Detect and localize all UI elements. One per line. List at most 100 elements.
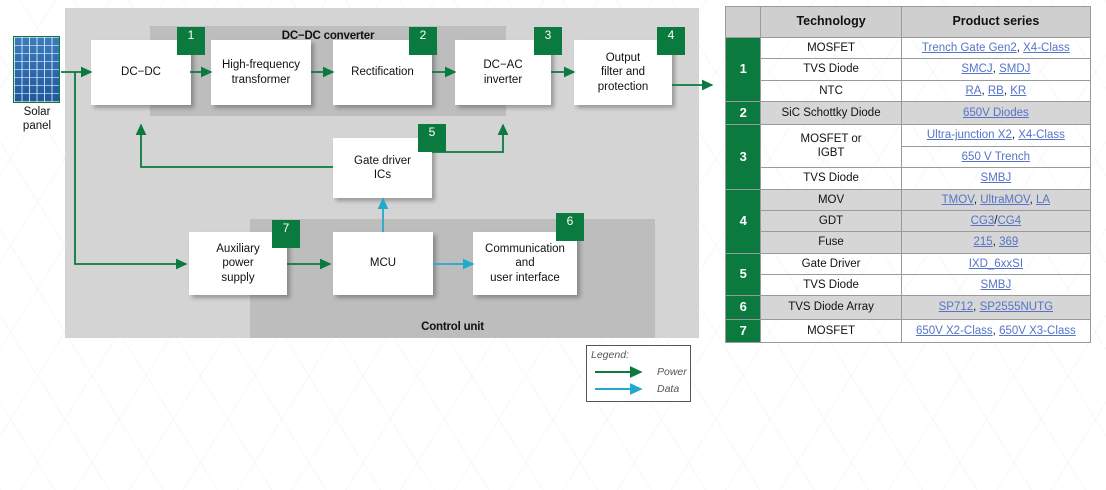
product-link[interactable]: LA: [1036, 193, 1051, 206]
table-cell-product-series: SP712, SP2555NUTG: [900, 295, 1092, 320]
legend-power-label: Power: [657, 366, 687, 378]
node-high-frequency-transformer[interactable]: High-frequency transformer: [211, 40, 311, 105]
product-link[interactable]: 650V X2-Class: [915, 324, 993, 337]
node-dc-dc[interactable]: DC−DC: [91, 40, 191, 105]
product-link[interactable]: CG3: [970, 214, 995, 227]
product-link[interactable]: UltraMOV: [980, 193, 1030, 206]
solar-panel-label-line2: panel: [22, 119, 52, 132]
legend-title: Legend:: [591, 349, 629, 361]
product-link[interactable]: Ultra-junction X2: [926, 129, 1012, 142]
table-cell-product-series: SMBJ: [900, 273, 1092, 297]
group-control-unit: Control unit: [250, 219, 655, 338]
table-cell-product-series: SMCJ, SMDJ: [900, 58, 1092, 81]
series-separator: ,: [992, 324, 1000, 337]
product-link[interactable]: 650V X3-Class: [999, 324, 1076, 337]
node-communication-and-user-interface-label: Communication and user interface: [485, 243, 565, 284]
product-link[interactable]: X4-Class: [1023, 42, 1070, 54]
solar-panel-label: Solar panel: [0, 106, 74, 134]
table-header-number: [724, 6, 762, 38]
product-link[interactable]: 215: [973, 236, 993, 249]
node-communication-and-user-interface[interactable]: Communication and user interface: [473, 232, 577, 295]
series-separator: ,: [992, 63, 1000, 76]
product-link[interactable]: X4-Class: [1018, 129, 1065, 142]
badge-6: 6: [556, 213, 584, 241]
node-auxiliary-power-supply-label: Auxiliary power supply: [216, 243, 260, 284]
legend-data-label: Data: [657, 383, 680, 395]
table-cell-technology: GDT: [760, 209, 902, 233]
badge-5: 5: [418, 124, 446, 152]
table-cell-product-series: 650V X2-Class, 650V X3-Class: [900, 318, 1092, 343]
table-cell-number-5: 5: [724, 252, 762, 297]
node-dc-dc-label: DC−DC: [121, 66, 161, 79]
product-link[interactable]: IXD_6xxSI: [968, 257, 1024, 270]
node-dc-ac-inverter[interactable]: DC−AC inverter: [455, 40, 551, 105]
node-dc-ac-inverter-label: DC−AC inverter: [483, 59, 523, 86]
product-link[interactable]: SMBJ: [980, 172, 1012, 185]
table-cell-technology: MOV: [760, 188, 902, 211]
product-link[interactable]: RA: [965, 84, 982, 97]
series-separator: /: [994, 214, 998, 227]
product-link[interactable]: 650 V Trench: [961, 150, 1031, 163]
table-cell-product-series: TMOV, UltraMOV, LA: [900, 188, 1092, 211]
group-title-dc-dc-converter: DC−DC converter: [281, 30, 375, 42]
product-link[interactable]: TMOV: [941, 193, 974, 206]
series-separator: ,: [992, 236, 1000, 249]
node-mcu[interactable]: MCU: [333, 232, 433, 295]
node-mcu-label: MCU: [369, 257, 397, 270]
table-cell-technology: MOSFET or IGBT: [760, 124, 902, 169]
table-cell-technology: TVS Diode: [760, 167, 902, 190]
badge-2: 2: [409, 27, 437, 55]
table-cell-technology: SiC Schottky Diode: [760, 101, 902, 126]
product-link[interactable]: RB: [987, 84, 1004, 97]
table-header-technology: Technology: [760, 6, 902, 38]
table-cell-product-series: CG3/CG4: [900, 209, 1092, 233]
product-link[interactable]: SP2555NUTG: [979, 301, 1054, 314]
product-link[interactable]: 369: [999, 236, 1019, 249]
table-cell-number-2: 2: [724, 101, 762, 126]
table-row: TVS Diode SMBJ: [726, 167, 1092, 190]
badge-7: 7: [272, 220, 300, 248]
badge-1: 1: [177, 27, 205, 55]
table-cell-product-series: RA, RB, KR: [900, 79, 1092, 103]
series-separator: ,: [973, 193, 981, 206]
product-link[interactable]: SMBJ: [980, 279, 1012, 291]
legend-power-arrow-icon: [595, 366, 643, 378]
product-link[interactable]: SMCJ: [961, 63, 993, 76]
badge-3: 3: [534, 27, 562, 55]
product-link[interactable]: 650V Diodes: [962, 107, 1029, 120]
badge-4: 4: [657, 27, 685, 55]
product-link[interactable]: Trench Gate Gen2: [921, 42, 1017, 54]
table-cell-technology: Fuse: [760, 231, 902, 254]
node-auxiliary-power-supply[interactable]: Auxiliary power supply: [189, 232, 287, 295]
table-cell-number-6: 6: [724, 295, 762, 320]
table-cell-technology: NTC: [760, 79, 902, 103]
node-gate-driver-ics[interactable]: Gate driver ICs: [333, 138, 432, 198]
node-output-filter-and-protection[interactable]: Output filter and protection: [574, 40, 672, 105]
table-cell-number-1: 1: [724, 36, 762, 103]
legend-row-power: Power: [593, 366, 687, 378]
legend-row-data: Data: [593, 383, 679, 395]
table-cell-product-series: 650V Diodes: [900, 101, 1092, 126]
table-cell-product-series: 215, 369: [900, 231, 1092, 254]
series-separator: ,: [973, 301, 980, 314]
product-link[interactable]: SP712: [938, 301, 974, 314]
product-link[interactable]: SMDJ: [999, 63, 1031, 76]
product-link[interactable]: CG4: [997, 214, 1022, 227]
series-separator: ,: [1016, 42, 1024, 54]
product-link[interactable]: KR: [1010, 84, 1027, 97]
table-cell-technology: TVS Diode: [760, 58, 902, 81]
table-cell-technology: Gate Driver: [760, 252, 902, 276]
series-separator: ,: [1011, 129, 1019, 142]
table-cell-number-4: 4: [724, 188, 762, 254]
